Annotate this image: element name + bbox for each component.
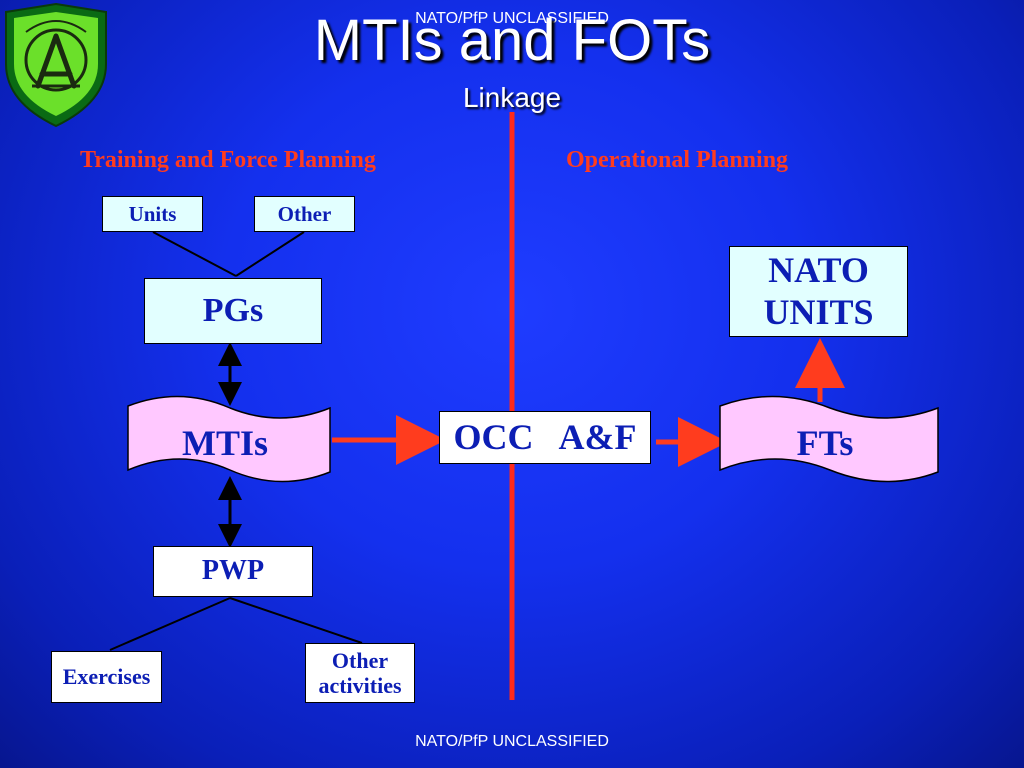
nato-crest-logo [5,2,107,128]
mtis-banner-shape [127,395,331,483]
units-to-pgs-line [152,231,237,277]
occ-af-box: OCC A&F [439,411,651,464]
units-box: Units [102,196,203,232]
fts-banner-shape [719,395,939,483]
nato-units-box: NATO UNITS [729,246,908,337]
slide-subtitle: Linkage [462,82,562,113]
pgs-box: PGs [144,278,322,344]
other-box: Other [254,196,355,232]
slide-title: MTIs and FOTs [313,8,711,73]
other-activities-box: Other activities [305,643,415,703]
right-section-heading: Operational Planning [566,147,789,173]
fts-label: FTs [796,423,854,463]
classification-top: NATO/PfP UNCLASSIFIED [415,10,609,27]
exercises-box: Exercises [51,651,162,703]
left-section-heading: Training and Force Planning [80,147,376,173]
mtis-label: MTIs [181,423,268,463]
classification-bottom: NATO/PfP UNCLASSIFIED [415,733,609,750]
pwp-box: PWP [153,546,313,597]
pwp-to-exercises-line [109,597,231,651]
pwp-to-other-activities-line [229,597,363,644]
other-to-pgs-line [235,231,305,277]
